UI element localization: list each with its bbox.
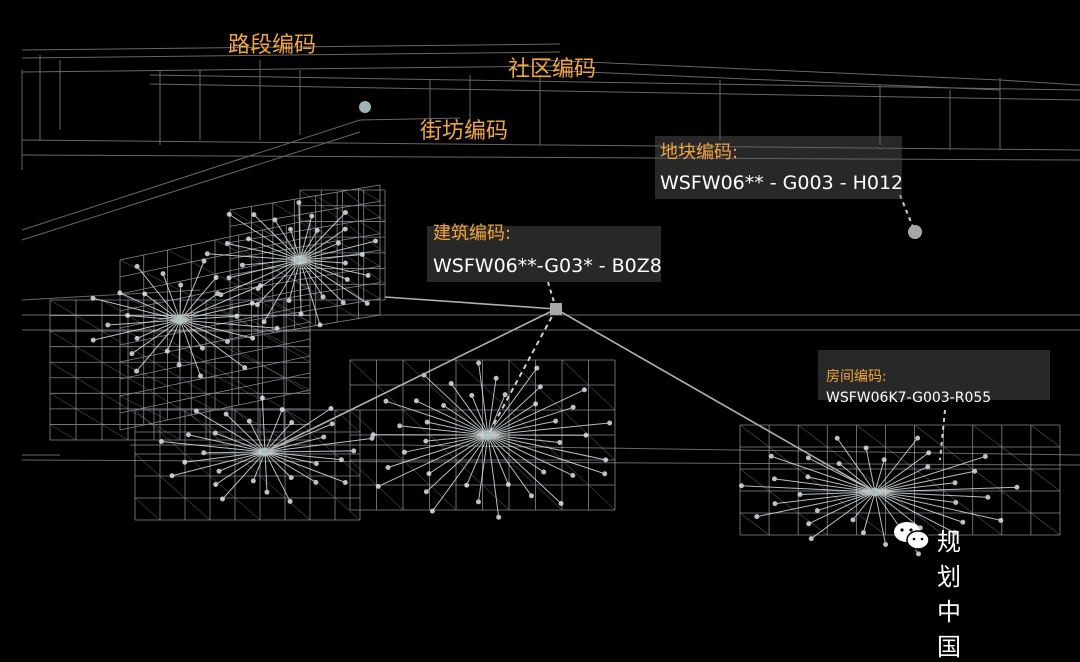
plot-node <box>908 225 922 239</box>
plot-code-title: 地块编码: <box>660 138 738 164</box>
watermark-text: 规划中国 <box>937 522 961 662</box>
wechat-icon <box>893 520 931 552</box>
building-node <box>550 303 562 315</box>
plot-code-value: WSFW06** - G003 - H012 <box>660 172 903 194</box>
block-code-label: 街坊编码 <box>420 113 508 145</box>
room-code-value: WSFW06K7-G003-R055 <box>826 390 991 406</box>
block-node <box>359 101 371 113</box>
wireframe-scene <box>0 0 1080 585</box>
community-code-label: 社区编码 <box>508 51 596 83</box>
building-code-value: WSFW06**-G03* - B0Z8 <box>433 255 662 277</box>
building-code-title: 建筑编码: <box>433 219 511 245</box>
room-code-title: 房间编码: <box>826 366 887 386</box>
road-code-label: 路段编码 <box>228 27 316 59</box>
